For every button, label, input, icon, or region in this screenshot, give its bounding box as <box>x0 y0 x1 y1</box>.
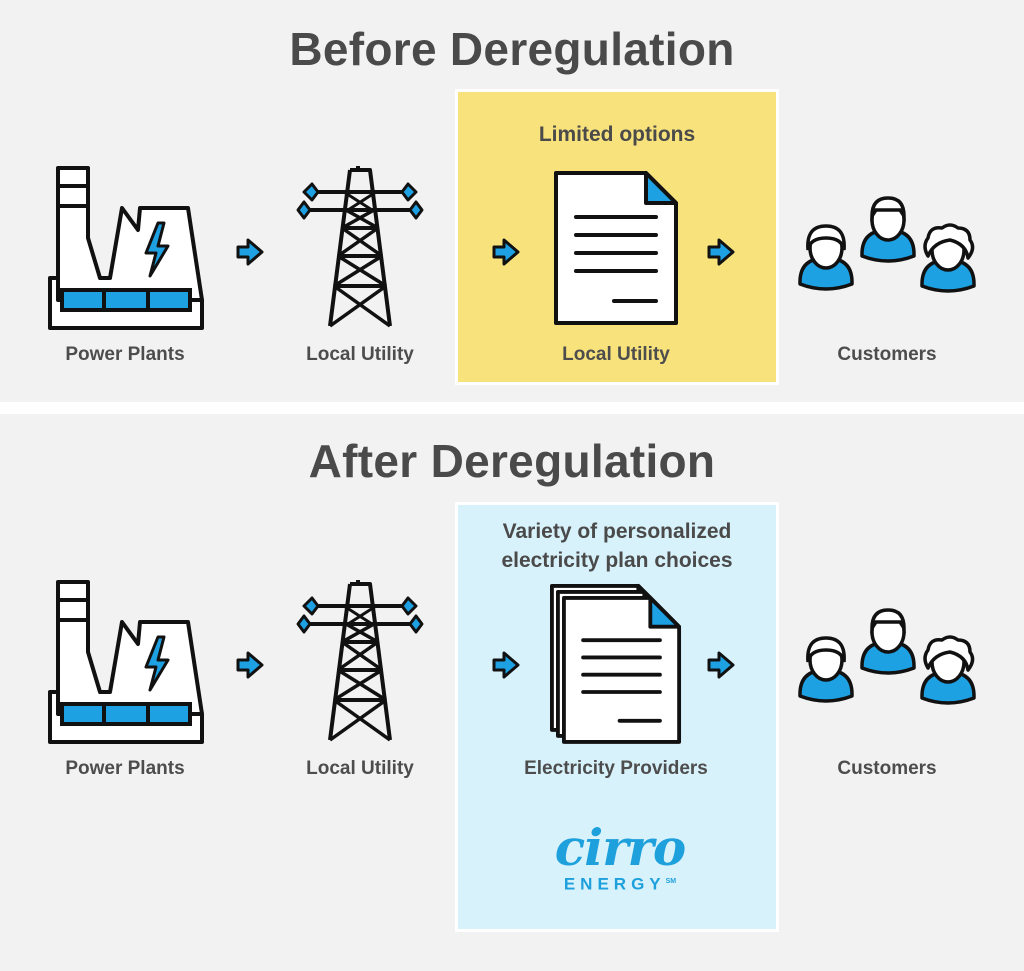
label-local-utility: Local Utility <box>306 758 414 779</box>
label-power-plants: Power Plants <box>65 758 185 779</box>
transmission-tower-icon <box>296 578 424 742</box>
power-plant-icon <box>48 166 204 330</box>
label-power-plants: Power Plants <box>65 344 185 365</box>
document-icon <box>554 171 678 325</box>
before-title: Before Deregulation <box>289 23 735 75</box>
plan-choices-box: Variety of personalized electricity plan… <box>455 502 779 932</box>
arrow-right-icon <box>236 238 264 266</box>
limited-options-box: Limited options <box>455 89 779 385</box>
brand-sub: ENERGYSM <box>520 873 720 894</box>
label-customers: Customers <box>837 344 937 365</box>
document-stack-icon <box>549 583 682 744</box>
arrow-right-icon <box>707 651 735 679</box>
brand-sub-text: ENERGY <box>563 874 666 894</box>
arrow-right-icon <box>707 238 735 266</box>
before-panel: Before Deregulation Limited options Powe… <box>0 0 1024 402</box>
customers-icon <box>798 196 978 296</box>
arrow-right-icon <box>236 651 264 679</box>
arrow-right-icon <box>492 651 520 679</box>
brand-name: cirro <box>554 818 686 877</box>
transmission-tower-icon <box>296 164 424 328</box>
arrow-right-icon <box>492 238 520 266</box>
cirro-energy-logo: cirro ENERGYSM <box>520 823 720 894</box>
customers-icon <box>798 608 978 708</box>
limited-options-caption: Limited options <box>538 123 696 146</box>
label-local-utility: Local Utility <box>306 344 414 365</box>
label-electricity-providers: Electricity Providers <box>524 758 708 779</box>
label-customers: Customers <box>837 758 937 779</box>
after-title: After Deregulation <box>308 435 716 487</box>
power-plant-icon <box>48 580 204 744</box>
brand-mark: SM <box>665 878 677 885</box>
plan-choices-caption-line1: Variety of personalized <box>502 520 732 543</box>
label-utility-document: Local Utility <box>562 344 670 365</box>
plan-choices-caption-line2: electricity plan choices <box>501 549 733 572</box>
after-panel: After Deregulation Variety of personaliz… <box>0 414 1024 971</box>
